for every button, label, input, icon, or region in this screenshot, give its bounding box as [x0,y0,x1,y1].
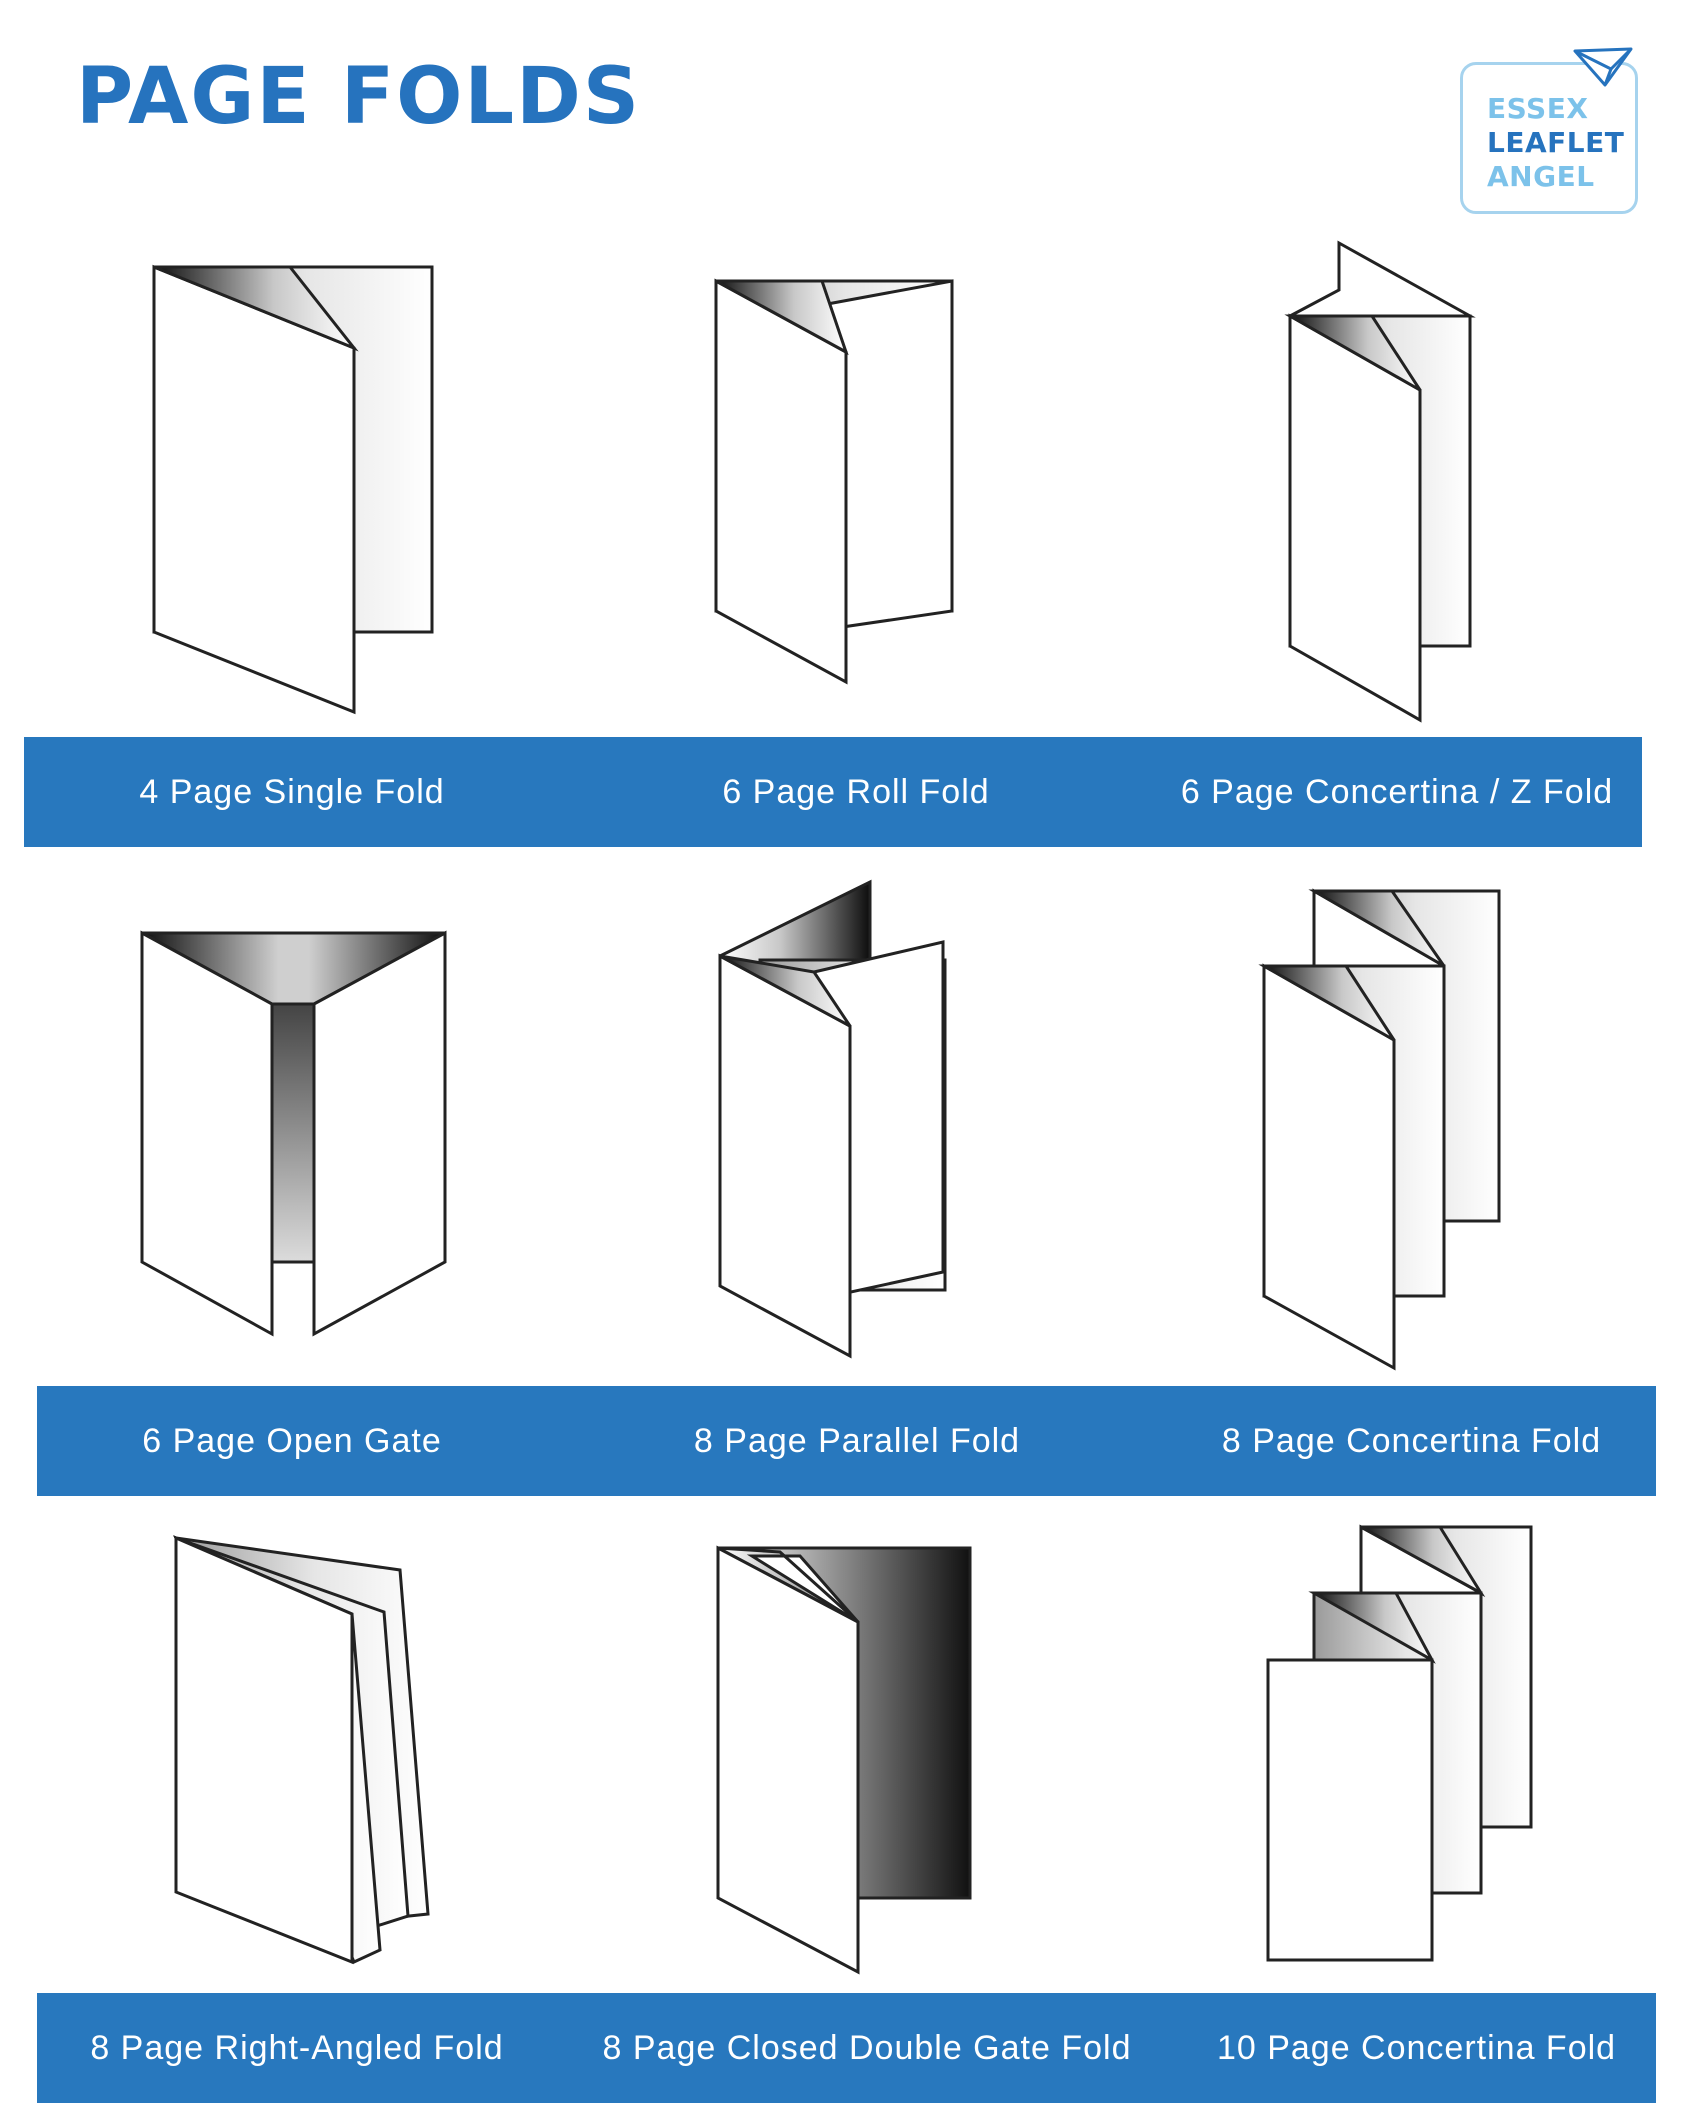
concertina-10-fold-icon [1266,1524,1533,1962]
z-fold-icon [1284,240,1476,723]
paper-plane-icon [1573,47,1633,87]
label-band-row-1: 4 Page Single Fold 6 Page Roll Fold 6 Pa… [24,737,1642,847]
logo-text-leaflet: LEAFLET [1487,126,1625,159]
logo: ESSEX LEAFLET ANGEL [1460,47,1638,214]
fold-label: 6 Page Concertina / Z Fold [1180,773,1614,811]
concertina-8-fold-icon [1258,888,1501,1371]
fold-label: 8 Page Right-Angled Fold [90,2029,504,2067]
page-title: PAGE FOLDS [76,52,642,142]
fold-label: 8 Page Concertina Fold [1221,1422,1602,1460]
parallel-fold-icon [718,879,947,1359]
roll-fold-icon [714,278,954,685]
open-gate-fold-icon [140,930,447,1337]
fold-label: 8 Page Closed Double Gate Fold [602,2029,1132,2067]
closed-double-gate-fold-icon [716,1545,972,1975]
label-band-row-3: 8 Page Right-Angled Fold 8 Page Closed D… [37,1993,1656,2103]
right-angled-fold-icon [173,1535,430,1965]
fold-label: 6 Page Open Gate [142,1422,442,1460]
fold-label: 4 Page Single Fold [139,773,445,811]
logo-text-essex: ESSEX [1487,92,1589,125]
label-band-row-2: 6 Page Open Gate 8 Page Parallel Fold 8 … [37,1386,1656,1496]
fold-label: 6 Page Roll Fold [722,773,990,811]
single-fold-icon [152,264,434,715]
fold-label: 8 Page Parallel Fold [693,1422,1021,1460]
logo-text-angel: ANGEL [1487,160,1595,193]
fold-label: 10 Page Concertina Fold [1216,2029,1617,2067]
